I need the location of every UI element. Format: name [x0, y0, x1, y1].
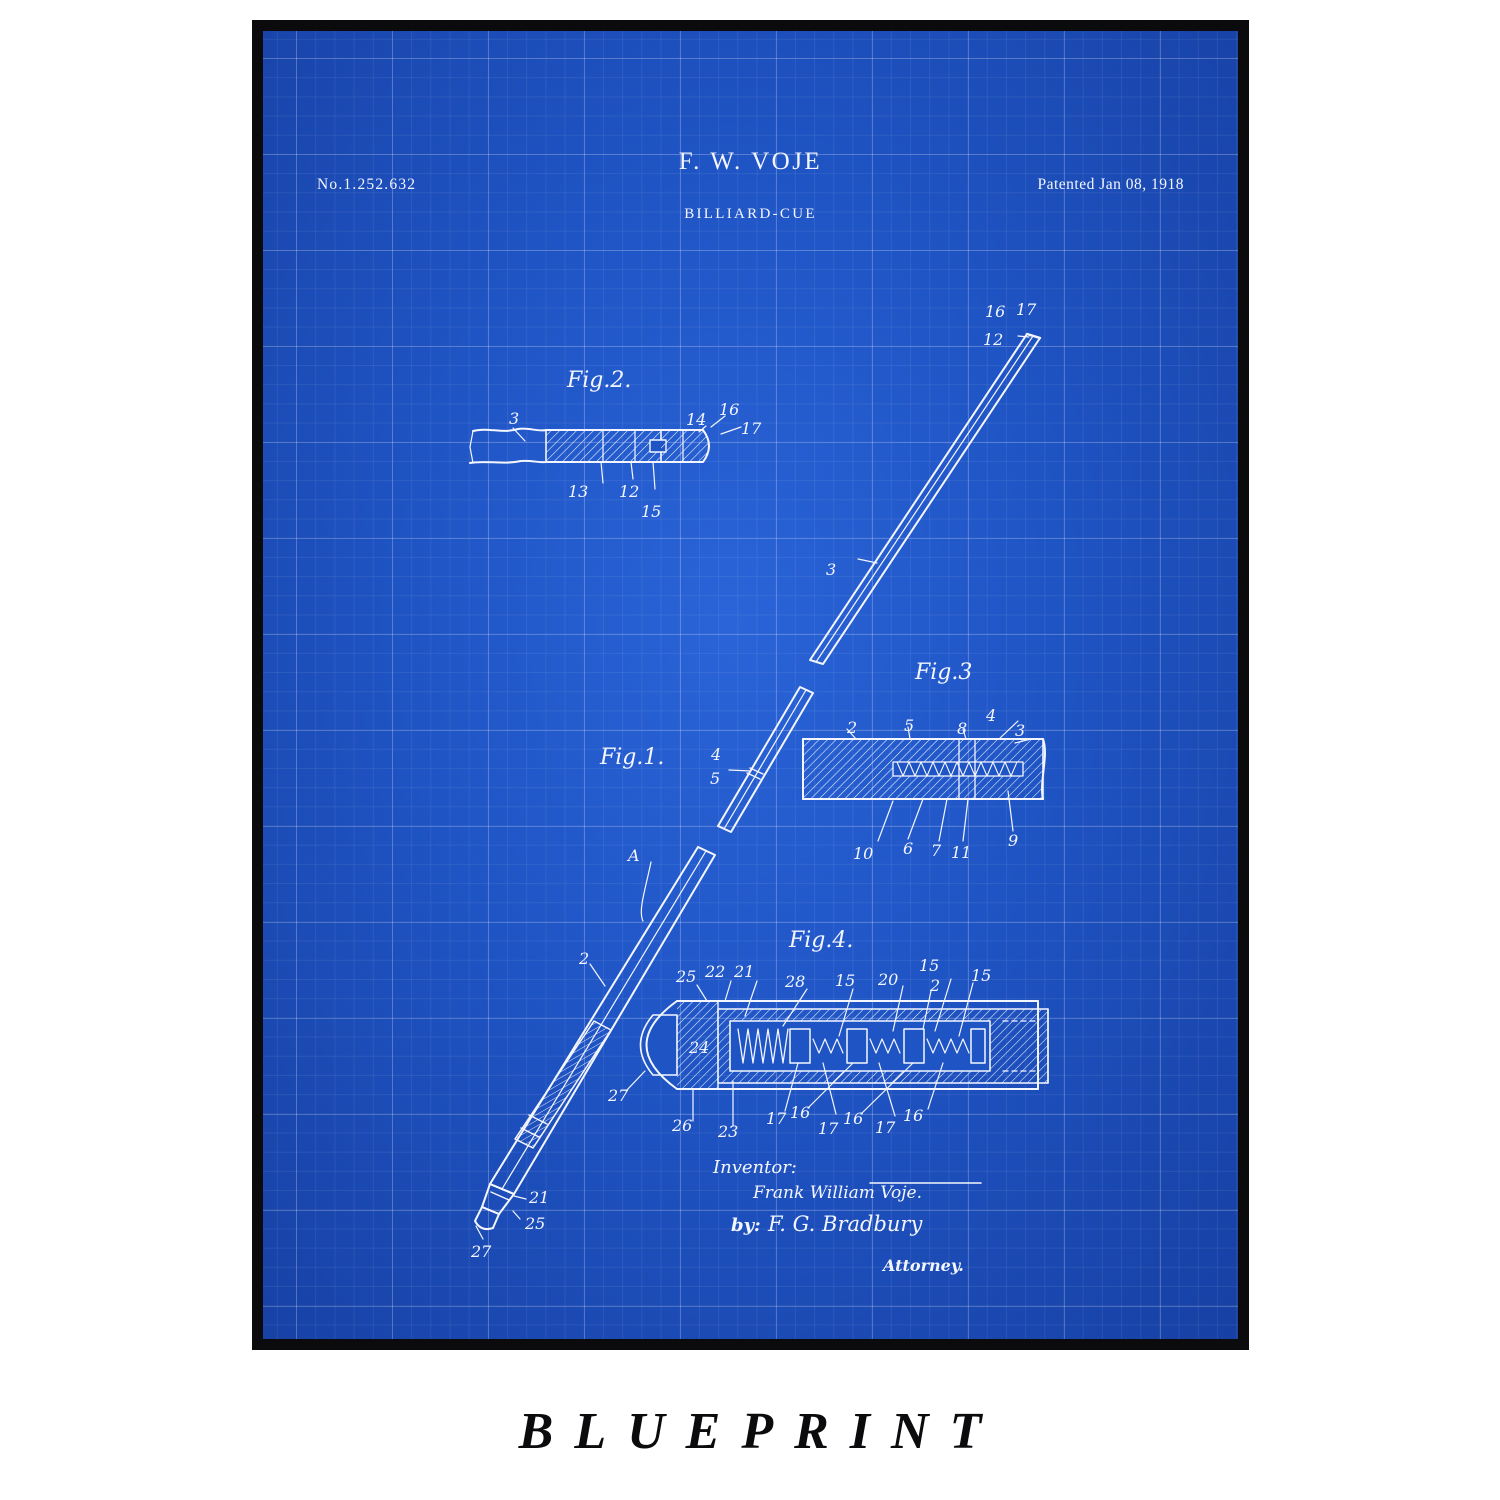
svg-text:2: 2: [846, 718, 857, 737]
blueprint-sheet: F. W. VOJE No.1.252.632 Patented Jan 08,…: [263, 31, 1238, 1339]
svg-text:17: 17: [1016, 300, 1037, 319]
svg-text:11: 11: [951, 843, 971, 862]
svg-text:17: 17: [741, 419, 762, 438]
svg-text:16: 16: [985, 302, 1005, 321]
svg-text:5: 5: [710, 769, 720, 788]
svg-text:12: 12: [619, 482, 639, 501]
patent-date: Patented Jan 08, 1918: [1037, 176, 1184, 193]
inventor-full-name: Frank William Voje.: [752, 1183, 922, 1203]
fig1-label: Fig.1.: [599, 745, 664, 770]
patent-drawing: 16 17 12 3 3 14 16 17 13 12 15 4 5 2 5 8…: [469, 300, 1049, 1275]
svg-text:8: 8: [957, 719, 967, 738]
patent-inventor-heading: F. W. VOJE: [678, 148, 823, 175]
svg-text:15: 15: [971, 966, 991, 985]
inventor-label: Inventor:: [712, 1157, 797, 1178]
svg-text:21: 21: [733, 962, 754, 981]
fig1-cue-middle-section: [717, 686, 814, 833]
svg-text:14: 14: [686, 410, 706, 429]
svg-text:28: 28: [784, 972, 805, 991]
svg-text:16: 16: [790, 1103, 810, 1122]
svg-text:10: 10: [853, 844, 873, 863]
by-label: by:: [731, 1215, 761, 1236]
poster-caption: BLUEPRINT: [518, 1403, 1003, 1460]
svg-text:3: 3: [509, 409, 519, 428]
svg-text:3: 3: [826, 560, 836, 579]
svg-text:9: 9: [1008, 831, 1018, 850]
svg-text:3: 3: [1015, 721, 1025, 740]
svg-text:16: 16: [719, 400, 739, 419]
svg-text:25: 25: [675, 967, 696, 986]
fig3-label: Fig.3: [914, 660, 972, 685]
svg-text:13: 13: [568, 482, 588, 501]
svg-text:4: 4: [985, 706, 996, 725]
callout-numerals: 16 17 12 3 3 14 16 17 13 12 15 4 5 2 5 8…: [470, 300, 1037, 1261]
fig4-mechanism-detail: [639, 1000, 1049, 1090]
svg-text:7: 7: [931, 841, 942, 860]
callout-leaders: [475, 335, 1032, 1240]
fig1-cue-tip-section: [809, 332, 1042, 665]
fig3-joint-detail: [802, 738, 1046, 800]
svg-text:17: 17: [818, 1119, 839, 1138]
svg-text:26: 26: [671, 1116, 692, 1135]
poster-frame: F. W. VOJE No.1.252.632 Patented Jan 08,…: [252, 20, 1249, 1350]
svg-text:15: 15: [641, 502, 661, 521]
fig2-label: Fig.2.: [566, 368, 631, 393]
svg-text:16: 16: [903, 1106, 923, 1125]
svg-text:27: 27: [470, 1242, 492, 1261]
svg-text:17: 17: [875, 1118, 896, 1137]
svg-text:5: 5: [904, 716, 914, 735]
patent-number: No.1.252.632: [317, 176, 417, 193]
svg-text:15: 15: [835, 971, 855, 990]
svg-text:22: 22: [704, 962, 725, 981]
fig4-label: Fig.4.: [788, 928, 853, 953]
svg-text:12: 12: [983, 330, 1003, 349]
svg-text:27: 27: [607, 1086, 629, 1105]
svg-text:15: 15: [919, 956, 939, 975]
svg-text:6: 6: [903, 839, 913, 858]
svg-text:16: 16: [843, 1109, 863, 1128]
svg-text:23: 23: [717, 1122, 738, 1141]
svg-text:25: 25: [524, 1214, 545, 1233]
svg-text:2: 2: [929, 976, 940, 995]
svg-text:17: 17: [766, 1109, 787, 1128]
attorney-signature: F. G. Bradbury: [767, 1212, 923, 1236]
svg-text:20: 20: [877, 970, 898, 989]
svg-text:A: A: [626, 846, 640, 865]
svg-text:4: 4: [710, 745, 721, 764]
attorney-label: Attorney.: [881, 1256, 964, 1275]
svg-text:24: 24: [688, 1038, 709, 1057]
fig1-cue-butt-section: [474, 846, 716, 1231]
fig2-tip-detail: [469, 427, 710, 464]
patent-title: BILLIARD-CUE: [684, 206, 817, 222]
svg-text:21: 21: [528, 1188, 549, 1207]
svg-text:2: 2: [578, 949, 589, 968]
